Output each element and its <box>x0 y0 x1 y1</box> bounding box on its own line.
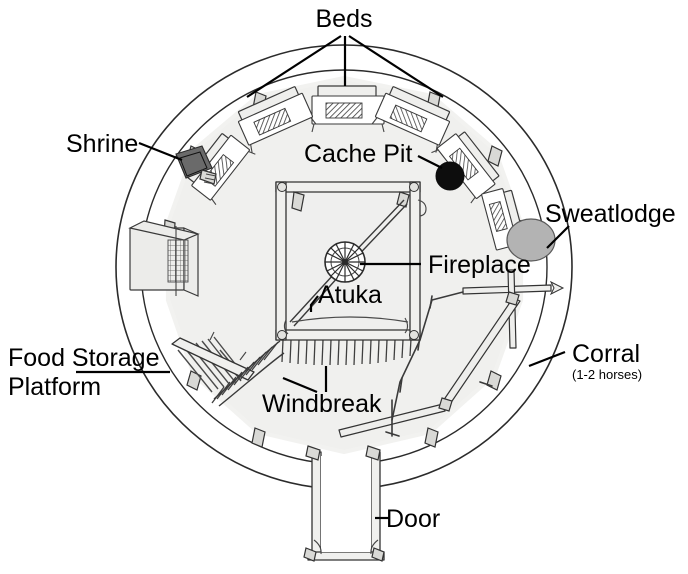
label-sweatlodge: Sweatlodge <box>545 200 676 228</box>
leader-cache-pit <box>417 155 443 169</box>
west-storage-box <box>128 220 200 297</box>
label-beds: Beds <box>316 5 373 33</box>
windbreak-feature <box>211 338 412 407</box>
leader-windbreak-diagonal <box>282 376 318 394</box>
label-windbreak: Windbreak <box>262 390 382 418</box>
corral-feature <box>338 269 565 438</box>
label-corral-note: (1-2 horses) <box>572 367 642 382</box>
leader-lines <box>76 35 570 520</box>
shrine-feature <box>175 145 217 185</box>
label-shrine: Shrine <box>66 130 138 158</box>
door-feature <box>303 445 385 562</box>
leader-corral <box>528 350 566 368</box>
cache-pit-feature <box>435 161 465 191</box>
leader-atuka <box>309 295 319 312</box>
bed-platform <box>237 86 317 153</box>
bed-platform <box>311 85 385 133</box>
label-food-storage-line2: Platform <box>8 373 101 401</box>
label-atuka: Atuka <box>318 281 382 309</box>
label-corral: Corral <box>572 340 640 368</box>
leader-shrine <box>138 141 183 162</box>
leader-beds-right <box>348 35 444 98</box>
fireplace-feature <box>324 241 366 283</box>
label-cache-pit: Cache Pit <box>304 140 412 168</box>
label-fireplace: Fireplace <box>428 251 531 279</box>
text-labels: Beds Shrine Cache Pit Sweatlodge Firepla… <box>8 5 676 533</box>
leader-beds-left <box>246 35 342 98</box>
leader-sweatlodge <box>546 225 570 249</box>
bed-platform <box>371 86 451 153</box>
food-storage-platform <box>171 331 255 393</box>
label-door: Door <box>386 505 440 533</box>
label-food-storage-line1: Food Storage <box>8 344 160 372</box>
bed-platform <box>431 131 500 204</box>
